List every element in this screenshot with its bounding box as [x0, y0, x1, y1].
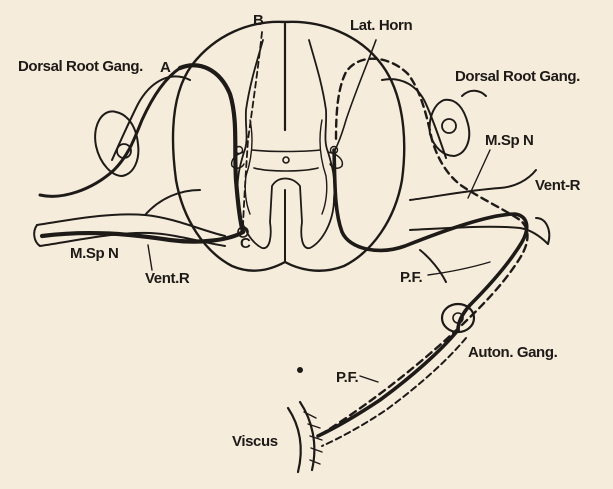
leader-vent-r-left	[148, 245, 152, 270]
left-nerve-end	[34, 225, 40, 246]
label-lat-horn: Lat. Horn	[350, 17, 412, 34]
label-dorsal-root-gang-right: Dorsal Root Gang.	[455, 68, 580, 85]
right-spinal-nerve-upper	[410, 170, 536, 200]
label-msp-n-right: M.Sp N	[485, 132, 533, 149]
label-msp-n-left: M.Sp N	[70, 245, 118, 262]
viscus-wall-inner	[288, 408, 301, 472]
label-vent-r-right: Vent-R	[535, 177, 581, 194]
lat-horn-pointer	[335, 40, 376, 150]
label-pf-lower: P.F.	[336, 369, 359, 386]
central-canal	[283, 157, 289, 163]
ink-speck	[297, 367, 303, 373]
label-auton-gang: Auton. Gang.	[468, 344, 558, 361]
label-dorsal-root-gang-left: Dorsal Root Gang.	[18, 58, 143, 75]
afferent-fibre-a	[180, 65, 243, 232]
right-drg-fibre	[462, 91, 486, 96]
right-drg-cell	[442, 119, 456, 133]
right-ventral-root	[420, 250, 446, 282]
postganglionic-dashed	[322, 338, 466, 446]
label-a: A	[160, 59, 171, 76]
label-viscus: Viscus	[232, 433, 278, 450]
grey-commissure	[252, 150, 320, 171]
label-pf-upper: P.F.	[400, 269, 423, 286]
left-dorsal-root	[112, 76, 190, 160]
labels: B Lat. Horn Dorsal Root Gang. A Dorsal R…	[18, 12, 581, 450]
label-b: B	[253, 12, 264, 29]
label-c: C	[240, 235, 251, 252]
left-afferent-curve	[40, 68, 180, 196]
label-vent-r-left: Vent.R	[145, 270, 190, 287]
left-nerve	[34, 68, 225, 246]
preganglionic-fibre	[334, 150, 527, 330]
leader-pf-lower	[360, 376, 378, 382]
left-ventral-root	[145, 190, 200, 215]
